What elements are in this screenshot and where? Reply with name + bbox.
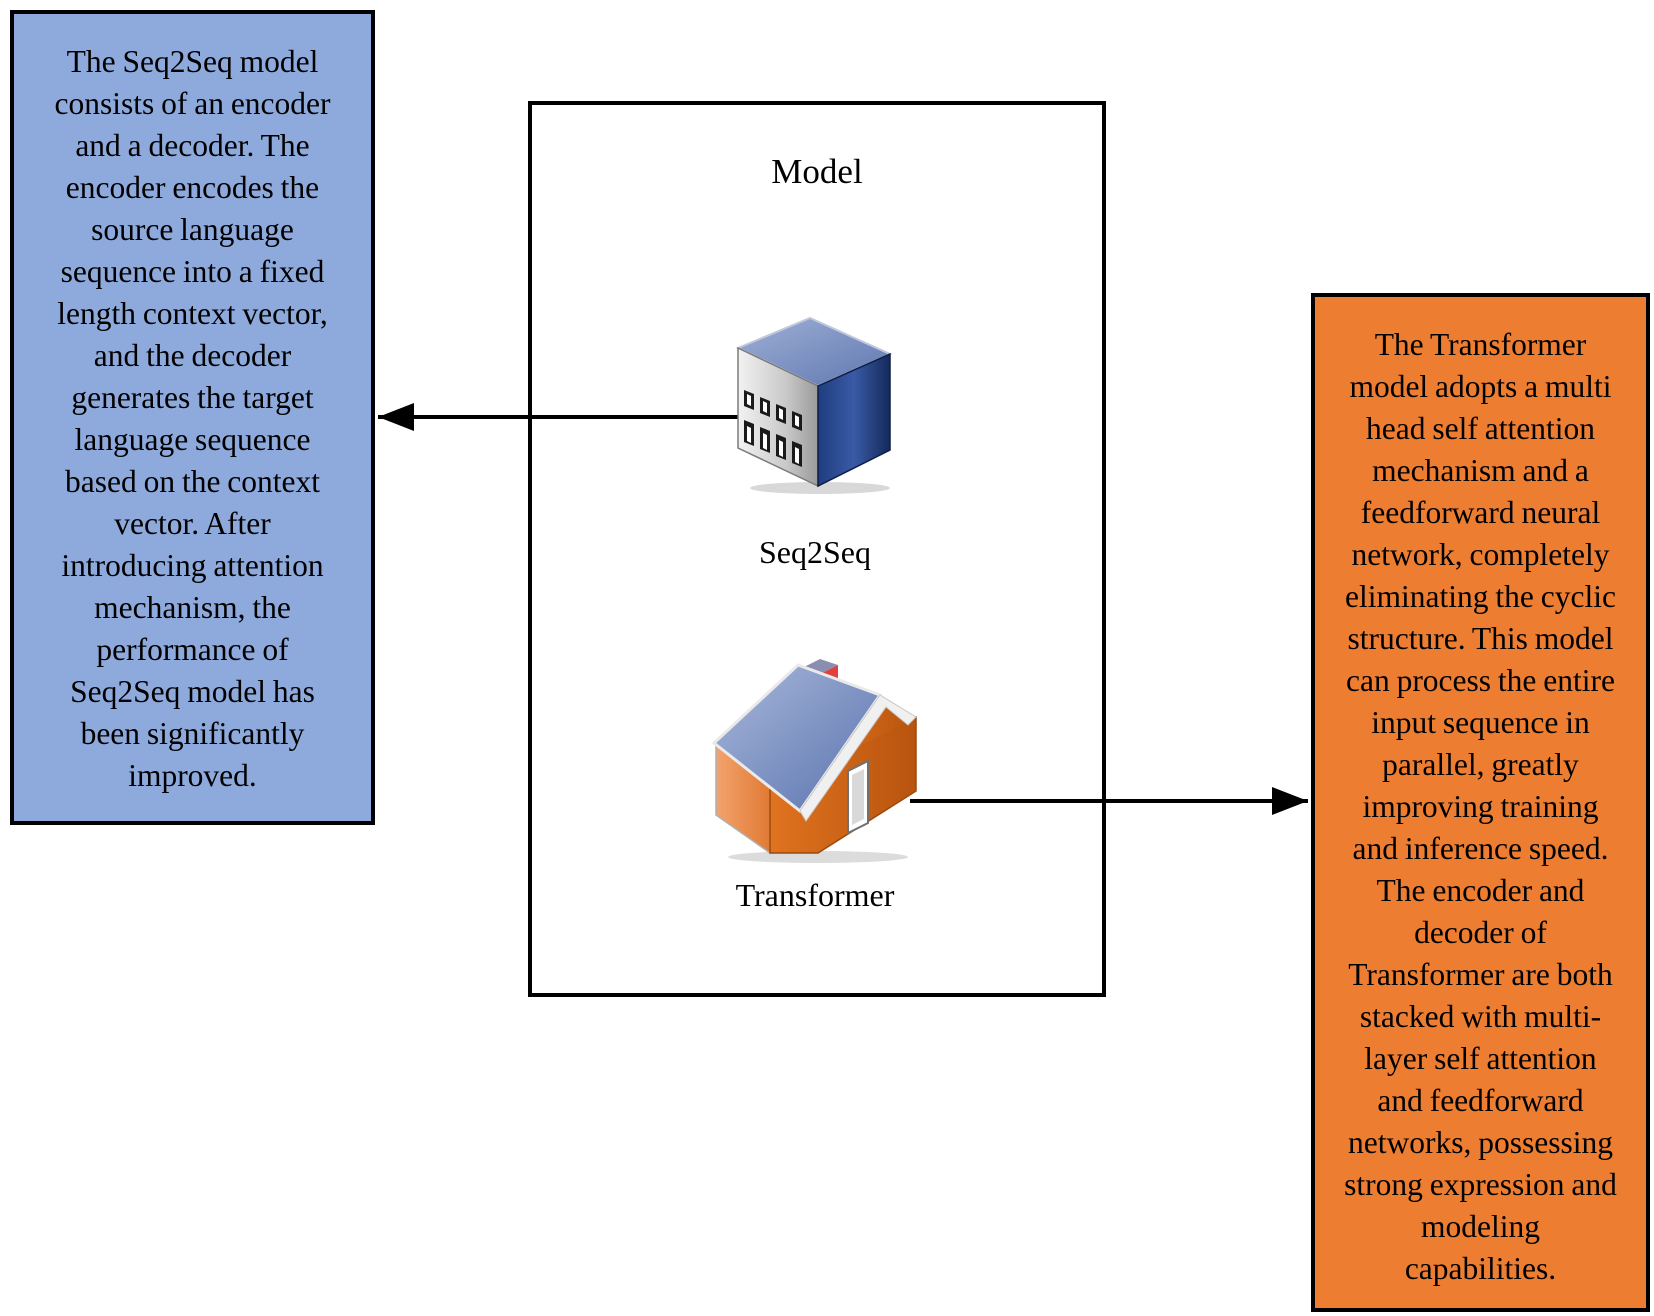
model-title: Model [771,152,863,191]
seq2seq-description-text: The Seq2Seq model consists of an encoder… [54,44,331,793]
seq2seq-node-label: Seq2Seq [759,534,871,570]
transformer-description-text: The Transformer model adopts a multi hea… [1344,327,1617,1286]
transformer-node-label: Transformer [735,877,895,913]
transformer-description-box: The Transformer model adopts a multi hea… [1311,293,1650,1312]
building-icon [735,316,893,494]
seq2seq-description-box: The Seq2Seq model consists of an encoder… [10,10,375,825]
house-icon [711,659,917,863]
